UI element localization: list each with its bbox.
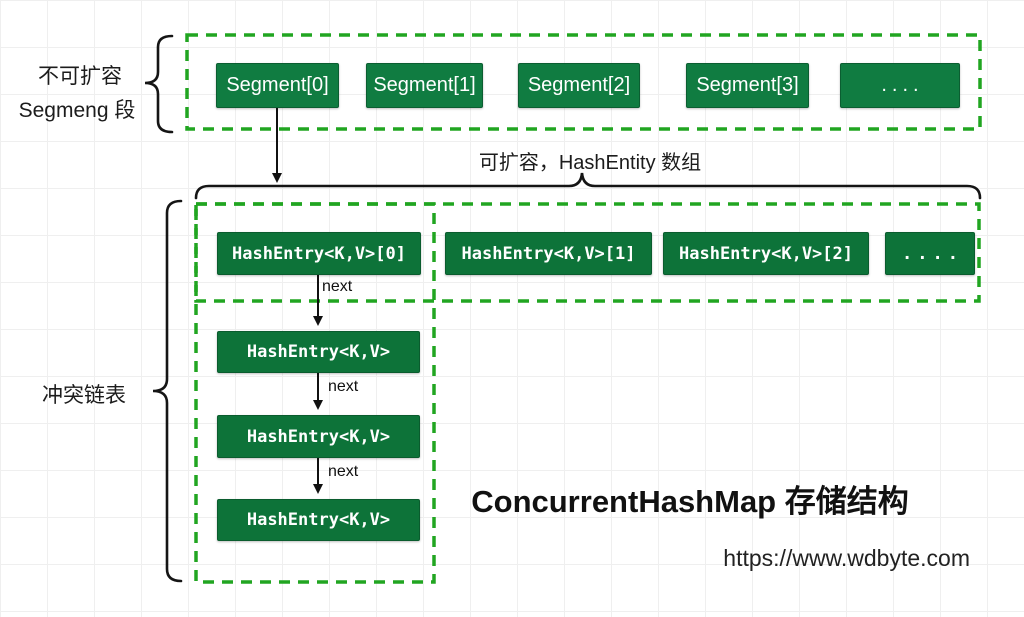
watermark-url: https://www.wdbyte.com [723, 545, 970, 571]
hashentry-box-0: HashEntry<K,V>[0] [217, 232, 421, 275]
segment-box-0: Segment[0] [216, 63, 339, 108]
hashentry-array-label: 可扩容，HashEntity 数组 [478, 152, 702, 174]
hashentry-box-ellipsis: .... [885, 232, 975, 275]
next-edge-label-1: next [322, 278, 353, 295]
next-edge-label-2: next [328, 378, 359, 395]
hashentry-box-2: HashEntry<K,V>[2] [663, 232, 869, 275]
collision-list-label: 冲突链表 [42, 384, 126, 407]
segment-section-label-line1: 不可扩容 [38, 65, 122, 88]
collision-chain-brace [152, 199, 183, 583]
chain-node-1: HashEntry<K,V> [217, 415, 420, 458]
next-edge-label-3: next [328, 463, 359, 480]
diagram-title: ConcurrentHashMap 存储结构 [471, 484, 909, 519]
segment-box-2: Segment[2] [518, 63, 640, 108]
chain-node-2: HashEntry<K,V> [217, 499, 420, 541]
segment-section-brace [144, 34, 174, 134]
chain-node-0: HashEntry<K,V> [217, 331, 420, 373]
hashentry-box-1: HashEntry<K,V>[1] [445, 232, 652, 275]
segment-box-3: Segment[3] [686, 63, 809, 108]
hashentry-array-brace [194, 172, 982, 200]
segment-box-ellipsis: .... [840, 63, 960, 108]
segment-section-label-line2: Segmeng 段 [18, 99, 136, 122]
segment-box-1: Segment[1] [366, 63, 483, 108]
